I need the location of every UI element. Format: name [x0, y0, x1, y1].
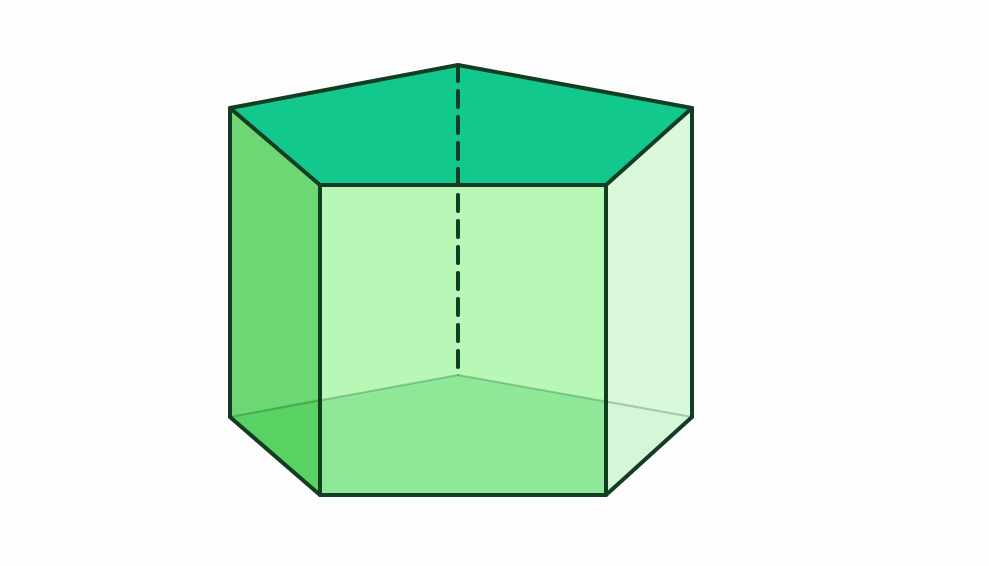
top-outline — [228, 63, 694, 187]
right-side-face — [606, 108, 692, 495]
top-face — [230, 65, 692, 185]
hidden-base-edge-left — [229, 374, 459, 418]
front-face — [320, 185, 606, 495]
left-side-face — [230, 108, 320, 495]
hidden-base-edge-right — [457, 374, 693, 418]
bottom-outline — [228, 415, 694, 497]
